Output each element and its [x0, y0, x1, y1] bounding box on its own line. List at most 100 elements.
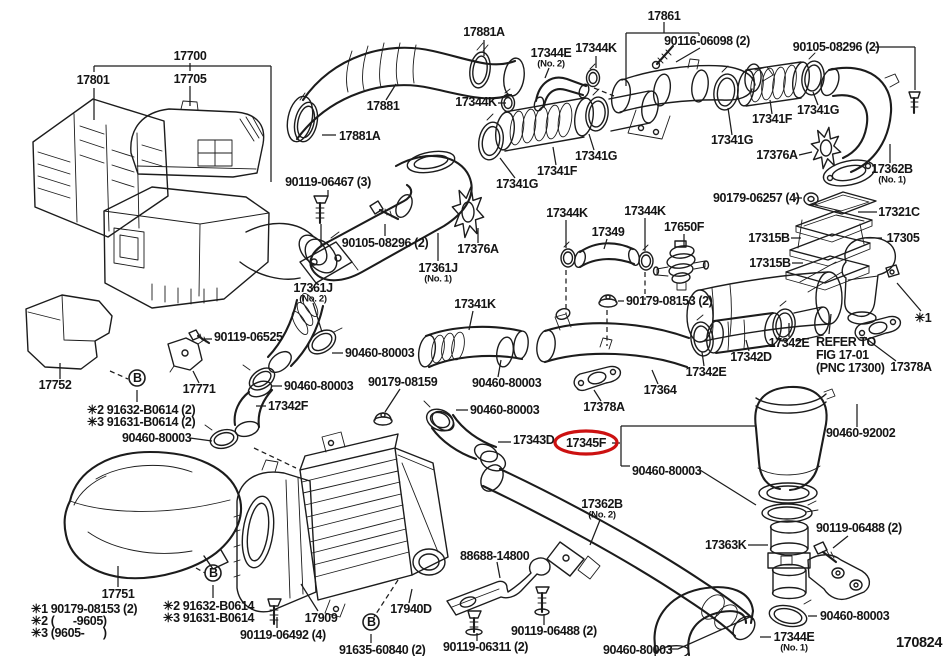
label-17751[interactable]: 17751 [102, 587, 136, 601]
label-17881A-top[interactable]: 17881A [463, 25, 505, 39]
label-90460-g[interactable]: 90460-80003 [603, 643, 673, 656]
label-text: 17881A [339, 129, 381, 143]
label-90460-92002[interactable]: 90460-92002 [826, 426, 896, 440]
label-17801[interactable]: 17801 [77, 73, 111, 87]
label-17341K[interactable]: 17341K [454, 297, 496, 311]
label-90116-06098[interactable]: 90116-06098 (2) [664, 34, 750, 48]
label-17376A-r[interactable]: 17376A [756, 148, 798, 162]
label-17344K-m1[interactable]: 17344K [546, 206, 588, 220]
label-17362B-no2[interactable]: 17362B(No. 2) [581, 497, 623, 521]
label-text: 90119-06488 (2) [511, 624, 597, 638]
label-17364[interactable]: 17364 [644, 383, 678, 397]
label-90460-b[interactable]: 90460-80003 [284, 379, 354, 393]
label-90460-f[interactable]: 90460-80003 [632, 464, 702, 478]
callout-B-2: B [204, 564, 222, 582]
label-17315B-1[interactable]: 17315B [748, 231, 790, 245]
label-text: 17361J [418, 261, 458, 275]
label-17376A-mid[interactable]: 17376A [457, 242, 499, 256]
leader-lines [59, 22, 922, 650]
label-fn3-91631[interactable]: ✳3 91631-B0614 (2) [87, 415, 196, 429]
label-17705[interactable]: 17705 [174, 72, 208, 86]
gasket-17376A-mid-art [451, 185, 485, 239]
label-17315B-2[interactable]: 17315B [749, 256, 791, 270]
label-17909[interactable]: 17909 [305, 611, 339, 625]
label-90179-08153-c[interactable]: 90179-08153 (2) [626, 294, 713, 308]
label-text: 17378A [583, 400, 625, 414]
label-17342E-c[interactable]: 17342E [686, 365, 727, 379]
label-17861[interactable]: 17861 [648, 9, 682, 23]
label-ast1-right[interactable]: ✳1 [915, 311, 932, 325]
label-90179-06257[interactable]: 90179-06257 (4) [713, 191, 800, 205]
label-17650F[interactable]: 17650F [664, 220, 705, 234]
label-fn2-91632[interactable]: ✳2 91632-B0614 (2) [87, 403, 196, 417]
label-17940D[interactable]: 17940D [390, 602, 432, 616]
label-text: ✳1 [915, 311, 932, 325]
label-17378A-r[interactable]: 17378A [890, 360, 932, 374]
label-text: ✳3 (9605- ) [31, 626, 107, 640]
label-88688-14800[interactable]: 88688-14800 [460, 549, 530, 563]
label-17305[interactable]: 17305 [887, 231, 921, 245]
label-text: 90460-80003 [603, 643, 673, 656]
labels-layer: 17700 17801 17705 90119-06467 (3) 90105-0829… [31, 9, 943, 656]
label-17361J-no1[interactable]: 17361J(No. 1) [418, 261, 458, 285]
label-90119-06488-b[interactable]: 90119-06488 (2) [511, 624, 597, 638]
label-90119-06311[interactable]: 90119-06311 (2) [443, 640, 529, 654]
label-text: ✳2 ( -9605) [31, 614, 107, 628]
nut-ast1-art [885, 264, 900, 278]
label-90119-06525[interactable]: 90119-06525 [214, 330, 283, 344]
label-90119-06492[interactable]: 90119-06492 (4) [240, 628, 326, 642]
label-90460-a[interactable]: 90460-80003 [345, 346, 415, 360]
label-17343D[interactable]: 17343D [513, 433, 555, 447]
label-17341F-r[interactable]: 17341F [752, 112, 793, 126]
label-90460-h[interactable]: 90460-80003 [820, 609, 890, 623]
label-17341G-m[interactable]: 17341G [496, 177, 538, 191]
label-90179-08159[interactable]: 90179-08159 [368, 375, 438, 389]
label-17344K-l[interactable]: 17344K [455, 95, 497, 109]
screw-90105-right-art [908, 91, 921, 115]
label-17321C[interactable]: 17321C [878, 205, 920, 219]
label-17349[interactable]: 17349 [592, 225, 626, 239]
label-17344K-t1[interactable]: 17344K [575, 41, 617, 55]
label-90119-06467[interactable]: 90119-06467 (3) [285, 175, 371, 189]
label-17363K[interactable]: 17363K [705, 538, 747, 552]
label-17771[interactable]: 17771 [183, 382, 217, 396]
gasket-17378A-right-art [854, 315, 902, 342]
label-17341G-r2[interactable]: 17341G [797, 103, 839, 117]
label-text: 90179-06257 (4) [713, 191, 800, 205]
label-17361J-no2[interactable]: 17361J(No. 2) [293, 281, 333, 305]
label-17344E-no2[interactable]: 17344E(No. 2) [531, 46, 572, 70]
label-17700[interactable]: 17700 [174, 49, 208, 63]
label-17881A-2[interactable]: 17881A [339, 129, 381, 143]
bolt-90119-06488-bottom-art [534, 586, 550, 616]
label-17362B-no1[interactable]: 17362B(No. 1) [871, 162, 913, 186]
label-17881[interactable]: 17881 [367, 99, 401, 113]
nut-90179-08153-art [598, 294, 618, 308]
label-17344K-m2[interactable]: 17344K [624, 204, 666, 218]
label-90119-06488-r[interactable]: 90119-06488 (2) [816, 521, 902, 535]
label-90460-c[interactable]: 90460-80003 [122, 431, 192, 445]
label-17341F-m[interactable]: 17341F [537, 164, 578, 178]
label-text: ✳1 90179-08153 (2) [31, 602, 137, 616]
bolt-90105-left-art [369, 200, 400, 221]
label-90460-d[interactable]: 90460-80003 [472, 376, 542, 390]
label-17344E-no1[interactable]: 17344E(No. 1) [774, 630, 815, 654]
label-90105-08296-left[interactable]: 90105-08296 (2) [342, 236, 429, 250]
label-17342F[interactable]: 17342F [268, 399, 309, 413]
label-17378A-c[interactable]: 17378A [583, 400, 625, 414]
label-fn3-91631-b: ✳3 91631-B0614 [163, 611, 255, 625]
label-17341G-r3[interactable]: 17341G [711, 133, 753, 147]
label-17342E-r[interactable]: 17342E [769, 336, 810, 350]
label-17342D[interactable]: 17342D [730, 350, 772, 364]
label-text: 17378A [890, 360, 932, 374]
label-90105-08296-right[interactable]: 90105-08296 (2) [793, 40, 880, 54]
label-text: 17376A [756, 148, 798, 162]
label-91635-60840[interactable]: 91635-60840 (2) [339, 643, 426, 656]
label-17345F[interactable]: 17345F [553, 429, 619, 456]
label-90460-e[interactable]: 90460-80003 [470, 403, 540, 417]
label-text: 17752 [39, 378, 72, 392]
label-17752[interactable]: 17752 [39, 378, 73, 392]
gasket-17378A-center-art [573, 365, 622, 392]
label-17341G-r1[interactable]: 17341G [575, 149, 617, 163]
